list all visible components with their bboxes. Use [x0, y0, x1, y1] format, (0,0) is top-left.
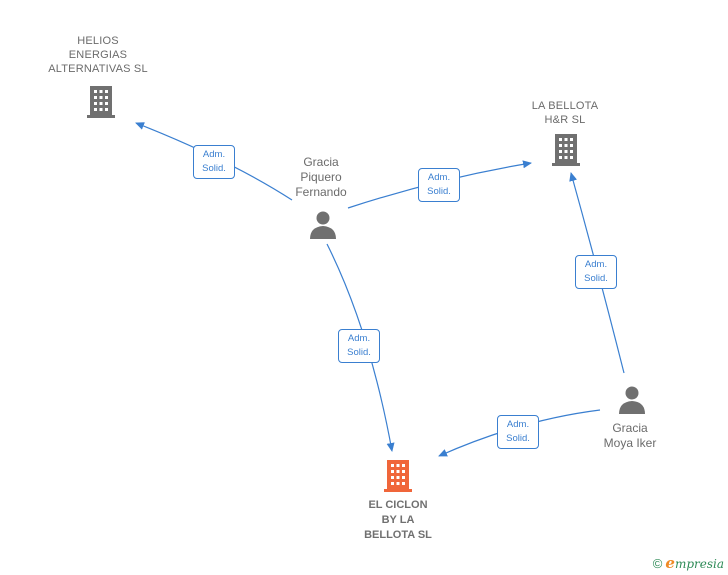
edge-label-piquero-labellota[interactable]: Adm. Solid. — [418, 168, 460, 202]
edge-label-moya-labellota[interactable]: Adm. Solid. — [575, 255, 617, 289]
edge-label-piquero-elciclon[interactable]: Adm. Solid. — [338, 329, 380, 363]
person-label-gracia-piquero[interactable]: Gracia Piquero Fernando — [295, 155, 347, 199]
company-label-la-bellota[interactable]: LA BELLOTA H&R SL — [531, 100, 599, 126]
person-label-gracia-moya[interactable]: Gracia Moya Iker — [603, 421, 657, 450]
footer-brand: © empresia — [653, 554, 724, 572]
person-icon[interactable] — [617, 385, 647, 415]
company-label-helios[interactable]: HELIOS ENERGIAS ALTERNATIVAS SL — [48, 35, 148, 75]
edge-label-piquero-helios[interactable]: Adm. Solid. — [193, 145, 235, 179]
person-icon[interactable] — [308, 210, 338, 240]
building-icon[interactable] — [550, 133, 582, 167]
company-label-el-ciclon[interactable]: EL CICLON BY LA BELLOTA SL — [364, 499, 432, 541]
edge-label-moya-elciclon[interactable]: Adm. Solid. — [497, 415, 539, 449]
building-icon[interactable] — [85, 85, 117, 119]
copyright-symbol: © — [652, 555, 663, 571]
brand-logo[interactable]: empresia — [665, 554, 724, 572]
brand-rest: mpresia — [674, 557, 724, 571]
brand-initial: e — [665, 554, 675, 572]
focus-building-icon[interactable] — [382, 459, 414, 493]
